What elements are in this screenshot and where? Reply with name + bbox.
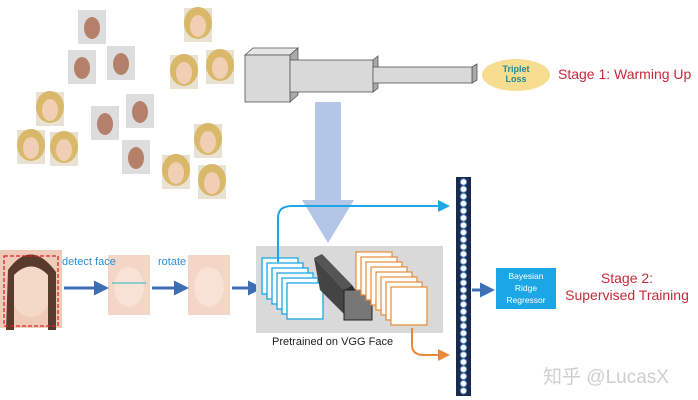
neuron xyxy=(459,192,468,201)
face-thumbnail xyxy=(68,50,96,84)
neuron xyxy=(459,199,468,208)
neuron xyxy=(459,307,468,316)
regressor-box xyxy=(496,268,556,309)
face-gallery xyxy=(17,7,234,199)
transfer-arrow xyxy=(302,102,354,243)
face-thumbnail xyxy=(91,106,119,140)
face-thumbnail xyxy=(36,91,64,126)
face-thumbnail xyxy=(170,54,198,89)
neuron xyxy=(459,293,468,301)
neuron xyxy=(459,214,468,222)
conv-layer xyxy=(286,282,324,320)
loss-line1: Triplet xyxy=(502,64,530,74)
neuron xyxy=(459,207,468,215)
neuron xyxy=(459,329,468,337)
face-thumbnail xyxy=(206,49,234,84)
regressor-line3: Regressor xyxy=(506,295,546,305)
neuron xyxy=(459,315,468,323)
feature-neurons xyxy=(459,178,468,395)
face-thumbnail xyxy=(50,131,78,166)
stage2-title: Stage 2:Supervised Training xyxy=(562,270,692,304)
orange-conv-stack xyxy=(355,251,428,326)
face-thumbnail xyxy=(184,7,212,42)
network-caption: Pretrained on VGG Face xyxy=(272,336,394,348)
rotate-label: rotate xyxy=(158,256,187,268)
face-thumbnail xyxy=(17,129,45,164)
blue-conv-stack xyxy=(261,257,324,320)
skip-arrow-blue xyxy=(277,200,450,262)
detection-box xyxy=(3,255,59,327)
neuron xyxy=(459,221,468,229)
neuron xyxy=(459,351,468,359)
neuron xyxy=(459,178,468,186)
stage2-line1: Stage 2: xyxy=(600,270,654,286)
face-thumbnail xyxy=(126,94,154,128)
neuron xyxy=(459,279,468,287)
neuron xyxy=(459,372,468,381)
neuron xyxy=(459,286,468,294)
face-thumbnail xyxy=(78,10,106,44)
face-thumbnail xyxy=(107,46,135,80)
neuron xyxy=(459,336,468,345)
neuron xyxy=(459,379,468,388)
neuron xyxy=(459,365,468,373)
neuron xyxy=(459,185,468,193)
neuron xyxy=(459,228,468,237)
skip-arrow-orange xyxy=(411,328,450,361)
loss-line2: Loss xyxy=(505,74,527,84)
regressor-line1: Bayesian xyxy=(508,271,544,281)
face-thumbnail xyxy=(198,164,226,199)
neuron xyxy=(459,243,468,251)
face-thumbnail xyxy=(122,140,150,174)
neuron xyxy=(459,387,468,395)
fc-block xyxy=(314,254,373,321)
face-thumbnail xyxy=(162,154,190,189)
neuron xyxy=(459,271,468,280)
neuron xyxy=(459,358,468,366)
stage1-title: Stage 1: Warming Up xyxy=(558,66,692,82)
neuron xyxy=(459,235,468,244)
regressor-line2: Ridge xyxy=(514,283,538,293)
neuron xyxy=(459,322,468,330)
detect-face-label: detect face xyxy=(62,256,116,268)
neuron xyxy=(459,343,468,352)
stage2-line2: Supervised Training xyxy=(565,287,689,303)
embedding-network-blocks xyxy=(243,47,478,103)
face-thumbnail xyxy=(194,123,222,158)
neuron xyxy=(459,250,468,258)
watermark: 知乎 @LucasX xyxy=(543,367,669,388)
neuron xyxy=(459,257,468,265)
triplet-loss-ellipse xyxy=(482,59,550,91)
neuron xyxy=(459,300,468,309)
conv-layer xyxy=(390,286,428,326)
neuron xyxy=(459,264,468,273)
